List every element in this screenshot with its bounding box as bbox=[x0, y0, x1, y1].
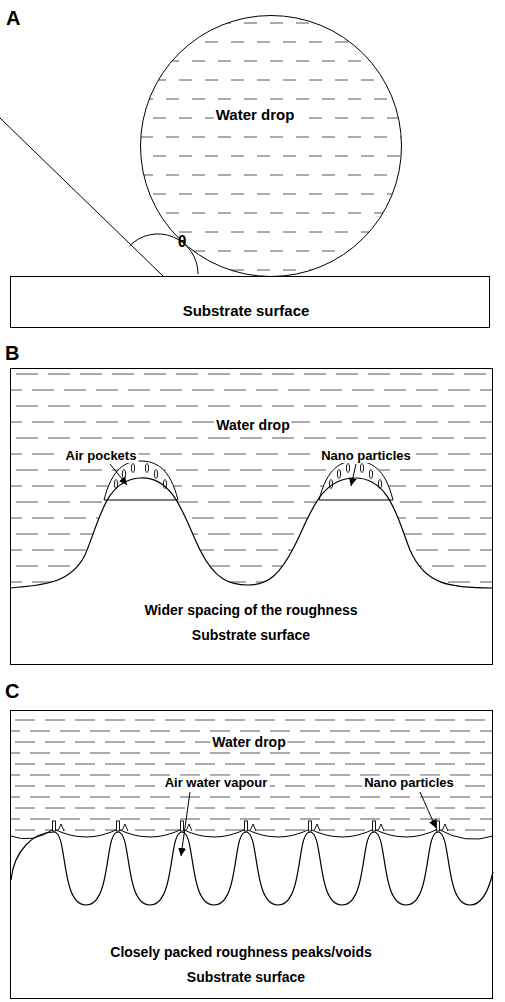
node-text: Substrate surface bbox=[181, 303, 312, 320]
substrate-box: Substrate surface bbox=[10, 276, 490, 328]
node-text: Water drop bbox=[210, 735, 287, 750]
node-text: Substrate surface bbox=[185, 970, 307, 985]
node-text: Air pockets bbox=[64, 449, 139, 463]
node-text: Nano particles bbox=[362, 776, 456, 790]
tangent-line bbox=[0, 118, 163, 276]
node-text: Nano particles bbox=[319, 449, 413, 463]
node-text: Closely packed roughness peaks/voids bbox=[108, 945, 373, 960]
nanoparticles bbox=[53, 821, 449, 831]
node-text: Water drop bbox=[214, 418, 291, 433]
node-text: Air water vapour bbox=[163, 776, 270, 790]
nanoparticle-layer bbox=[104, 461, 178, 500]
panel-box: CWater dropAir water vapourNano particle… bbox=[10, 710, 493, 999]
leader-arrow bbox=[420, 792, 436, 828]
leader-arrow bbox=[110, 464, 127, 485]
panel-letter: C bbox=[3, 680, 21, 702]
angle-symbol: θ bbox=[176, 233, 189, 251]
panel-letter: B bbox=[3, 342, 21, 364]
node-text: Wider spacing of the roughness bbox=[142, 603, 359, 618]
water-region bbox=[10, 369, 493, 588]
panel-letter: A bbox=[4, 7, 22, 29]
panel-box: BWater dropAir pocketsNano particlesWide… bbox=[10, 368, 493, 665]
roughness-profile bbox=[10, 478, 493, 588]
node-text: Water drop bbox=[214, 107, 297, 124]
leader-arrow bbox=[181, 792, 190, 856]
leader-arrow bbox=[351, 464, 356, 486]
drop-circle bbox=[141, 16, 402, 277]
roughness-profile bbox=[11, 832, 493, 905]
air-pockets bbox=[114, 464, 381, 489]
node-text: Substrate surface bbox=[190, 628, 312, 643]
nanoparticle-layer bbox=[319, 461, 393, 500]
water-region bbox=[11, 711, 493, 839]
